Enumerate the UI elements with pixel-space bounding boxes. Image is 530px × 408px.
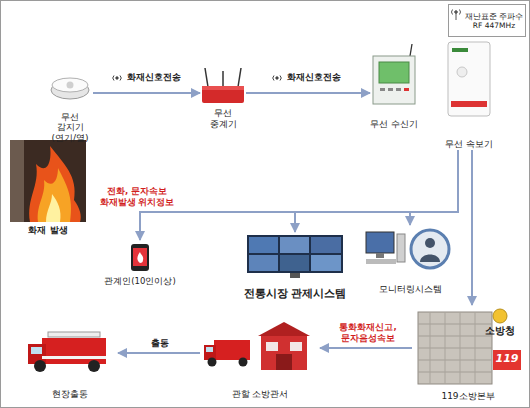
node-label: 무선 수신기 [370,119,418,130]
node-label: 관할 소방관서 [232,389,289,400]
connector-arrow [410,150,458,225]
smoke-detector-icon [51,78,89,99]
phone-icon [131,244,149,271]
node-label: 무선 속보기 [445,139,493,150]
connector-arrow [93,92,200,94]
frequency-box: 재난표준 주파수 RF 447MHz [448,4,526,37]
fire-truck-icon [28,332,106,372]
connector-arrow [320,347,412,349]
node-label: 현장출동 [52,389,88,400]
logo-text: 119 [493,353,521,365]
antenna-symbol [452,10,461,21]
connector-arrow [140,150,458,240]
event-node: 화재 발생 [8,140,88,236]
node-label: 무선 감지기 (연기/열) [47,112,93,144]
node-label: 관계인(10인이상) [104,276,175,286]
logo-text: 소방청 [478,325,522,336]
system-node: 모니터링시스템 [362,225,458,295]
node-label: 모니터링시스템 [379,284,442,295]
monitoring-computer-icon [366,230,449,268]
edge-label: 화재신호전송 [282,72,346,83]
receiver-icon [373,44,415,104]
edge-label: 화재신호전송 [122,72,186,83]
repeater-icon [202,68,244,103]
connector-arrow [471,150,473,305]
transmitter-icon [448,42,490,116]
fire-station-icon [204,322,310,370]
edge-label: 출동 [140,338,180,349]
node-label: 화재 발생 [28,225,67,236]
connector-arrow [295,150,458,232]
monitor-wall-icon [247,235,343,278]
node-label: 무선 중계기 [200,108,246,130]
device-node: 무선 중계기 [200,68,246,130]
device-node: 무선 수신기 [370,44,418,130]
edge-label: 통화화재신고, 문자음성속보 [330,322,406,343]
node-label: 전통시장 관제시스템 [244,287,347,300]
node-label: 119소방본부 [441,391,494,402]
action-node: 현장출동 [22,326,118,400]
edge-label: 전화, 문자속보 화재발생 위치정보 [92,186,182,207]
connector-arrow [246,92,370,94]
agency-node: 관할 소방관서 [200,316,320,400]
device-node: 무선 속보기 [443,38,495,150]
fire-photo [10,140,86,222]
device-node: 무선 감지기 (연기/열) [47,68,93,144]
person-node: 관계인(10인이상) [98,240,182,286]
hq-building-icon [418,309,521,384]
node-label: 재난표준 주파수 RF 447MHz [463,12,525,30]
connector-arrow [118,352,200,354]
system-node: 전통시장 관제시스템 [225,232,365,300]
